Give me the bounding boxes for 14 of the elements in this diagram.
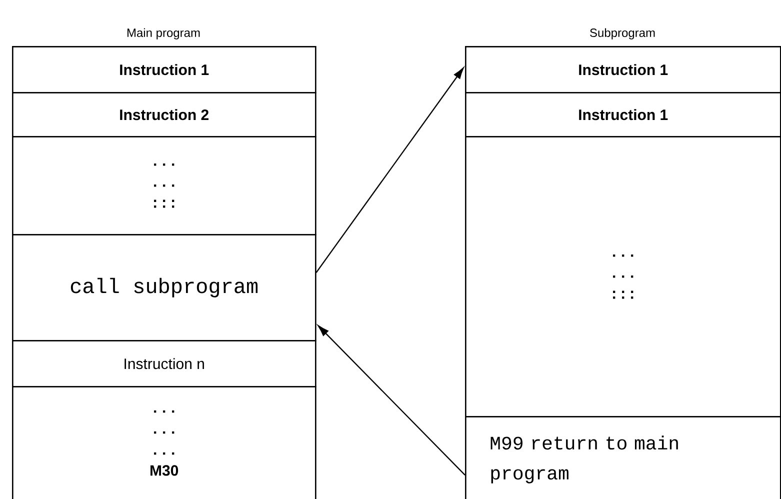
instruction-cell: Instruction 1	[465, 46, 781, 94]
instruction-cell: Instruction 1	[465, 92, 781, 138]
instruction-cell: Instruction 2	[12, 92, 316, 138]
instruction-cell: Instruction n	[12, 340, 316, 388]
instruction-cell: ... ... ... M30	[12, 386, 316, 499]
return-cell: M99 return to main program	[465, 416, 781, 499]
node-label: Subprogram	[590, 28, 655, 40]
call-cell: call subprogram	[12, 234, 316, 342]
arrow	[316, 68, 464, 273]
node-label: Main program	[127, 28, 200, 40]
ellipsis-cell: ... ... :::	[465, 136, 781, 418]
arrow	[318, 325, 466, 476]
ellipsis-cell: ... ... :::	[12, 136, 316, 236]
instruction-cell: Instruction 1	[12, 46, 316, 94]
